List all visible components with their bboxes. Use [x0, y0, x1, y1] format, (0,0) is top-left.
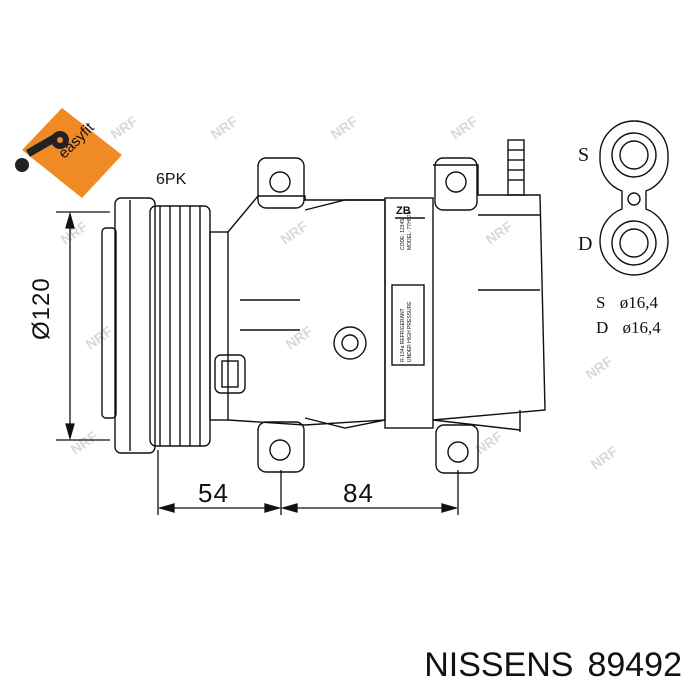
label-plate: ZB CODE: 12345 MODEL: 7TH578 R-134a REFR…: [396, 205, 413, 362]
svg-text:R-134a REFRIGERANT: R-134a REFRIGERANT: [400, 308, 406, 362]
svg-text:NRF: NRF: [58, 218, 91, 248]
pulley: [101, 197, 229, 454]
diameter-label: Ø120: [28, 277, 55, 340]
suction-port-letter: S: [578, 144, 590, 166]
svg-text:NRF: NRF: [448, 113, 481, 143]
svg-text:CODE: 12345: CODE: 12345: [400, 219, 406, 250]
port-flange: [599, 120, 669, 276]
svg-text:NRF: NRF: [483, 218, 516, 248]
front-offset-label: 54: [198, 478, 229, 508]
body-offset-label: 84: [343, 478, 374, 508]
svg-text:MODEL: 7TH578: MODEL: 7TH578: [407, 211, 413, 250]
discharge-port-letter: D: [578, 233, 593, 255]
svg-text:NRF: NRF: [328, 113, 361, 143]
svg-text:NRF: NRF: [278, 218, 311, 248]
diameter-dimension: [56, 211, 110, 441]
length-dimensions: [157, 450, 459, 515]
pulley-label: 6PK: [156, 171, 187, 188]
brand-tag: [15, 108, 122, 198]
svg-text:UNDER HIGH PRESSURE: UNDER HIGH PRESSURE: [407, 301, 413, 362]
suction-port-spec: S ø16,4: [596, 293, 658, 312]
svg-text:NRF: NRF: [83, 323, 116, 353]
svg-text:NRF: NRF: [108, 113, 141, 143]
footer: NISSENS 89492: [424, 646, 682, 685]
svg-text:NRF: NRF: [588, 443, 621, 473]
brand-name: NISSENS: [424, 646, 574, 684]
compressor-body: [214, 139, 546, 474]
svg-text:NRF: NRF: [583, 353, 616, 383]
svg-text:NRF: NRF: [68, 428, 101, 458]
svg-text:ZB: ZB: [396, 205, 411, 217]
discharge-port-spec: D ø16,4: [596, 318, 661, 337]
part-number: 89492: [587, 646, 682, 684]
svg-text:NRF: NRF: [208, 113, 241, 143]
watermark: NRF NRF NRF NRF NRF NRF NRF NRF NRF NRF …: [58, 113, 621, 473]
svg-text:NRF: NRF: [283, 323, 316, 353]
